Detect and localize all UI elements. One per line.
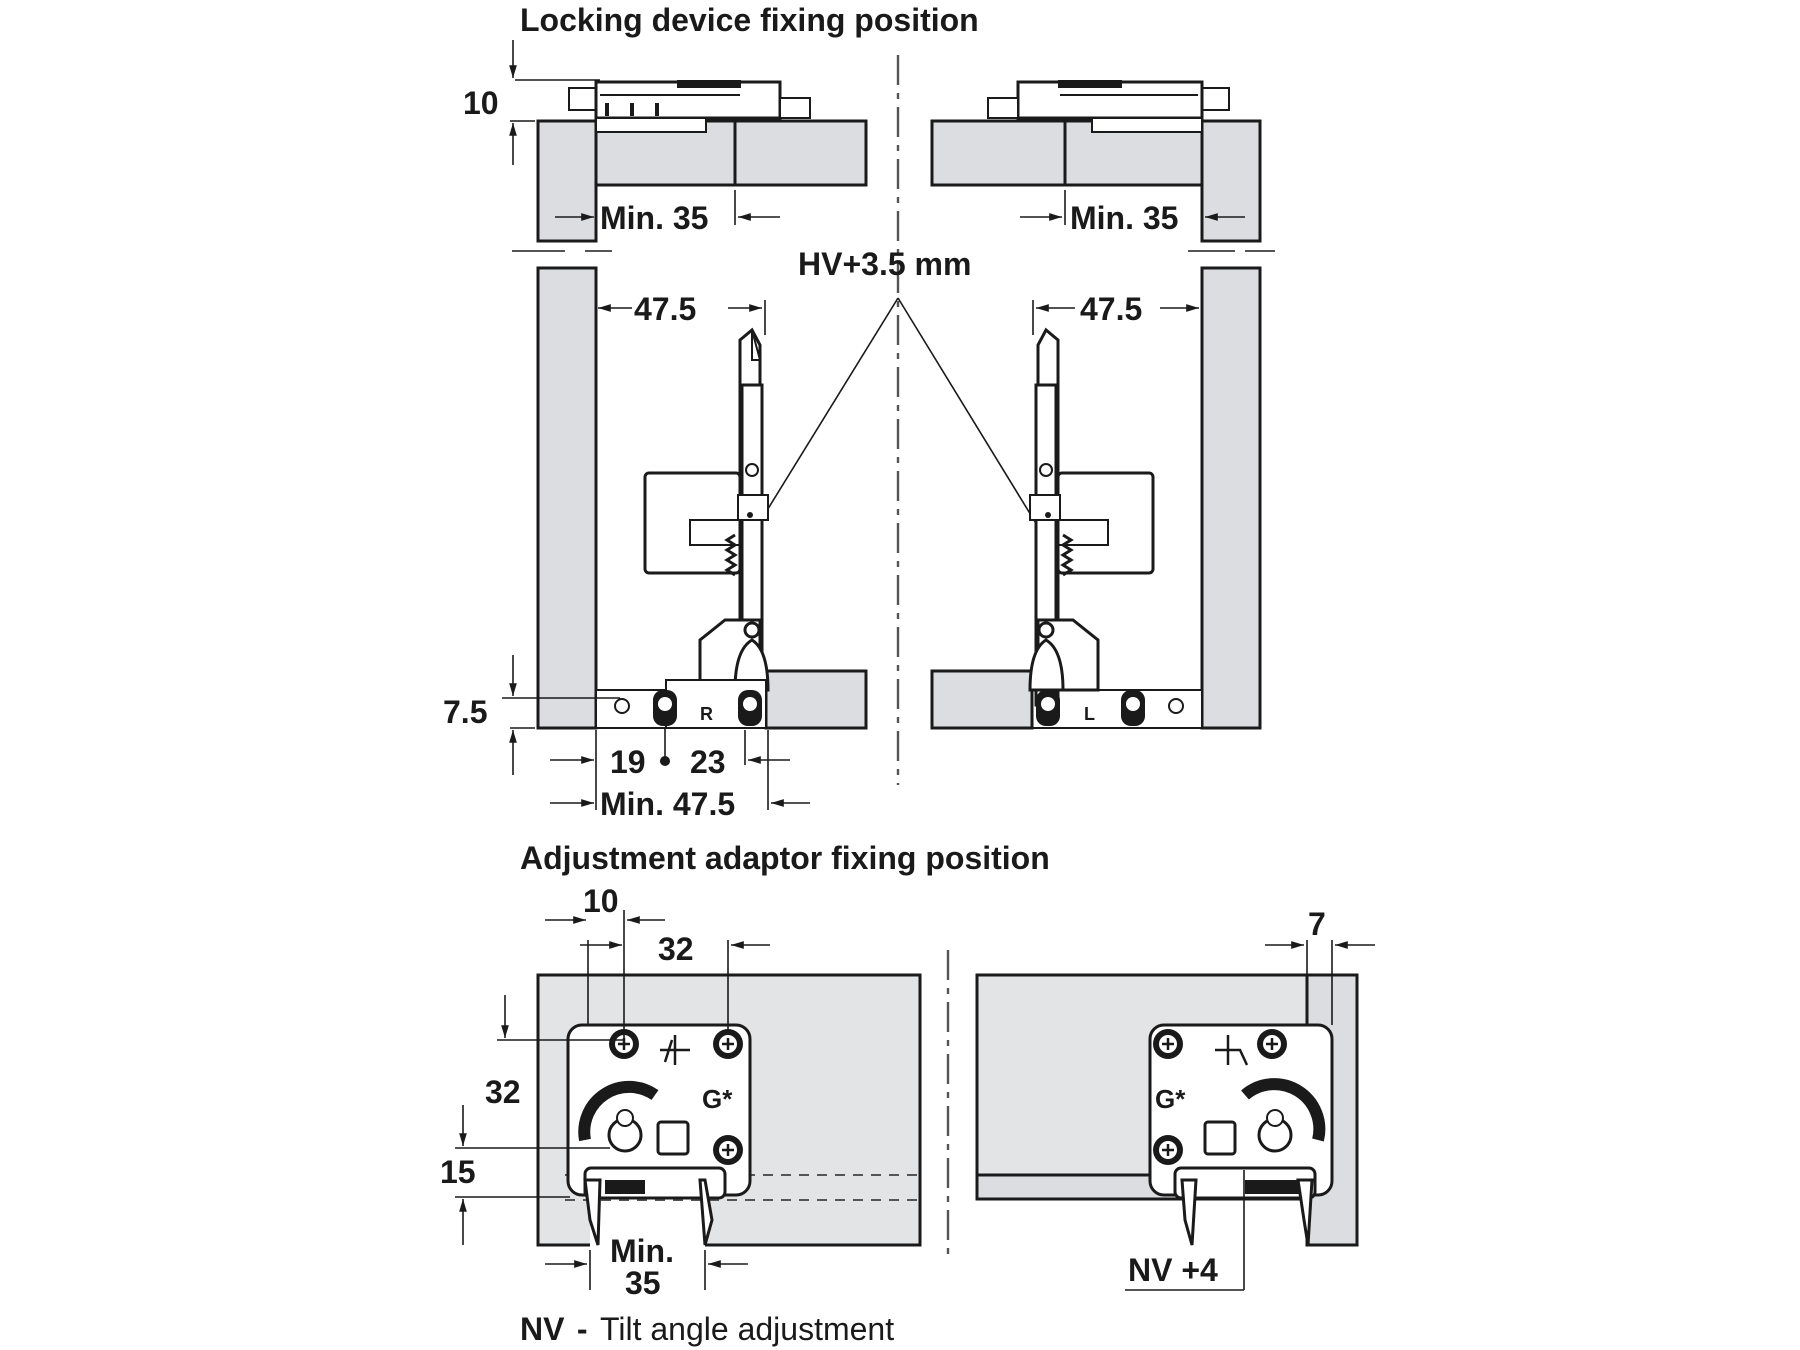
bottom-left-adaptor-view: G* 10 32 32 15 Min. 35 <box>440 883 922 1301</box>
top-left-plan-view: 10 Min. 35 <box>463 40 868 252</box>
hole-left <box>614 698 630 714</box>
hole-right <box>1168 698 1184 714</box>
label-right-hand: R <box>700 704 713 724</box>
legend-abbr: NV <box>520 1311 565 1347</box>
dim-adaptor-7: 7 <box>1308 906 1326 942</box>
dim-locking-475-left: 47.5 <box>634 291 696 327</box>
legend-description: Tilt angle adjustment <box>600 1311 894 1347</box>
dim-adaptor-32-vertical: 32 <box>485 1074 521 1110</box>
screw-icon <box>1153 1029 1183 1059</box>
dim-locking-bottom-height: 7.5 <box>443 694 487 730</box>
dim-adaptor-10: 10 <box>583 883 619 919</box>
g-adjust-icon: G* <box>702 1084 733 1114</box>
legend: NV - Tilt angle adjustment <box>520 1311 894 1347</box>
screw-right-b <box>1121 690 1145 726</box>
hv-leader-left <box>757 297 899 526</box>
dim-nv4: NV +4 <box>1128 1252 1218 1288</box>
adjust-arrow-icon <box>1215 1035 1249 1066</box>
locking-device-section-right <box>1028 327 1155 707</box>
dim-min475: Min. 47.5 <box>600 786 735 822</box>
screw-left-b <box>738 690 762 726</box>
adjustment-adaptor-right: G* <box>1148 1023 1334 1246</box>
dim-adaptor-min-label: Min. <box>610 1233 674 1269</box>
drawer-bottom-right <box>930 669 1034 730</box>
legend-text: NV - Tilt angle adjustment <box>520 1311 894 1347</box>
locking-device-top-right <box>987 80 1230 133</box>
screw-right-a <box>1036 690 1060 726</box>
locking-device-section-left <box>643 327 770 729</box>
side-panel-right <box>1200 266 1262 730</box>
top-right-plan-view: Min. 35 <box>930 80 1275 252</box>
g-adjust-icon: G* <box>1155 1084 1186 1114</box>
dim-adaptor-min-value: 35 <box>625 1265 661 1301</box>
screw-icon <box>1257 1029 1287 1059</box>
drawer-bottom-left <box>764 669 868 730</box>
screw-icon <box>1153 1135 1183 1165</box>
side-panel-left <box>536 266 598 730</box>
dim-23: 23 <box>690 744 726 780</box>
middle-right-section-view: L 47.5 <box>930 266 1262 730</box>
dim-locking-475-right: 47.5 <box>1080 291 1142 327</box>
dim-locking-min35-left: Min. 35 <box>600 200 708 236</box>
bottom-right-adaptor-view: G* 7 NV +4 <box>975 906 1375 1291</box>
dim-19: 19 <box>610 744 646 780</box>
screw-icon <box>713 1135 743 1165</box>
adjust-arrow-icon <box>660 1035 690 1065</box>
dim-locking-min35-right: Min. 35 <box>1070 200 1178 236</box>
middle-left-section-view: R 47.5 7.5 19 23 Min. 47.5 <box>443 266 868 822</box>
dim-hv: HV+3.5 mm <box>798 246 971 282</box>
hv-leader-right <box>897 297 1038 526</box>
side-panel-right-top <box>1200 119 1262 243</box>
dim-adaptor-32-horizontal: 32 <box>658 931 694 967</box>
locking-section-title: Locking device fixing position <box>520 2 979 38</box>
label-left-hand: L <box>1084 704 1095 724</box>
screw-left-a <box>653 690 677 726</box>
locking-device-top-left <box>568 80 811 133</box>
legend-separator: - <box>577 1311 588 1347</box>
dim-adaptor-15: 15 <box>440 1154 476 1190</box>
dim-locking-top-height: 10 <box>463 85 499 121</box>
side-panel-left-top <box>536 119 598 243</box>
adjustment-section-title: Adjustment adaptor fixing position <box>520 840 1050 876</box>
screw-icon <box>713 1029 743 1059</box>
